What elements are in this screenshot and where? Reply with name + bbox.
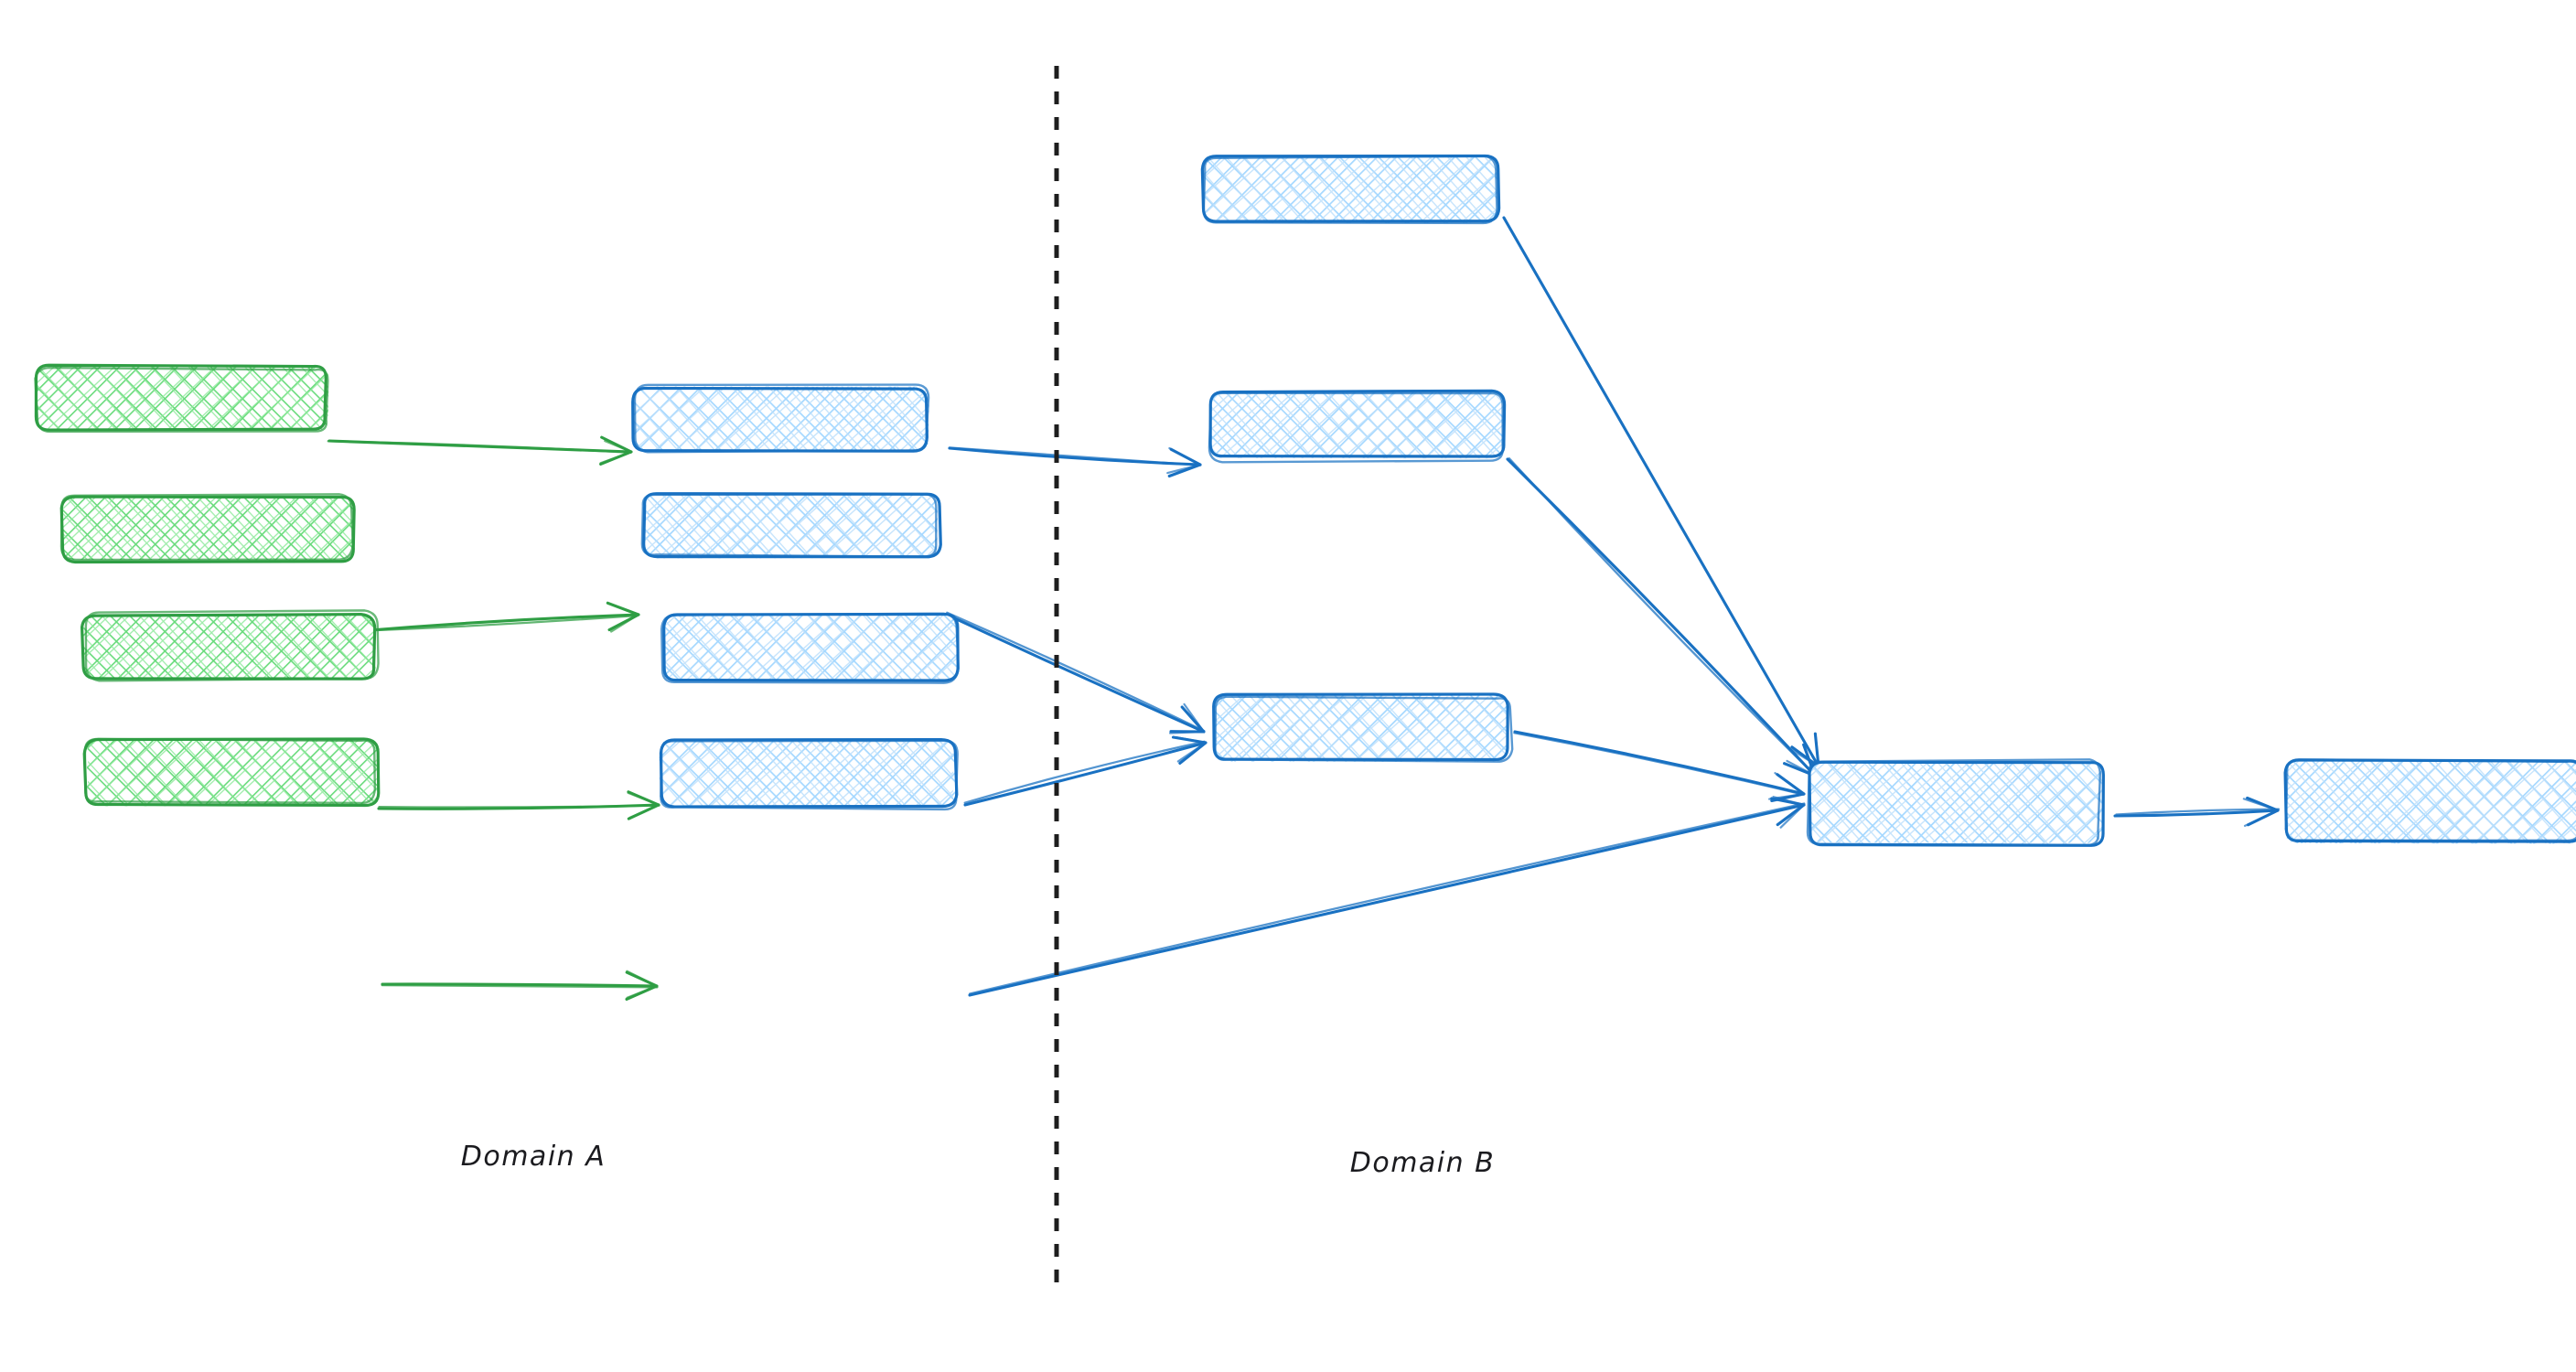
node-c2[interactable] xyxy=(1208,389,1507,464)
node-c3[interactable] xyxy=(1212,692,1514,763)
edge-c1-to-hub xyxy=(1502,216,1820,768)
node-a4[interactable] xyxy=(82,737,381,808)
node-out[interactable] xyxy=(2283,758,2576,844)
node-b1[interactable] xyxy=(631,383,930,454)
label-layer: Domain A Domain B xyxy=(461,1141,1496,1179)
edge-a4-to-b4 xyxy=(381,970,659,1002)
node-b4[interactable] xyxy=(659,737,959,811)
edge-b3-to-c3 xyxy=(963,735,1208,807)
node-layer xyxy=(34,154,2576,847)
edge-b2-to-c3 xyxy=(945,611,1206,734)
label-domain-a: Domain A xyxy=(461,1141,606,1173)
edge-c3-to-hub xyxy=(1513,730,1806,802)
node-b3[interactable] xyxy=(660,612,960,684)
edge-a1-to-b1 xyxy=(327,435,633,466)
edge-c2-to-hub xyxy=(1506,457,1817,777)
node-b2[interactable] xyxy=(640,492,942,559)
edge-b1-to-c2 xyxy=(948,446,1202,478)
edge-layer xyxy=(327,216,2281,1002)
label-domain-b: Domain B xyxy=(1350,1147,1496,1179)
edge-a2-to-b2 xyxy=(357,601,640,633)
node-a1[interactable] xyxy=(34,363,329,434)
node-a2[interactable] xyxy=(59,493,356,564)
edge-b4-to-hub xyxy=(968,796,1806,997)
edge-hub-to-out xyxy=(2113,796,2281,828)
edge-a3-to-b3 xyxy=(377,790,660,820)
node-a3[interactable] xyxy=(80,609,380,682)
node-c1[interactable] xyxy=(1200,154,1501,225)
node-hub[interactable] xyxy=(1806,758,2105,847)
